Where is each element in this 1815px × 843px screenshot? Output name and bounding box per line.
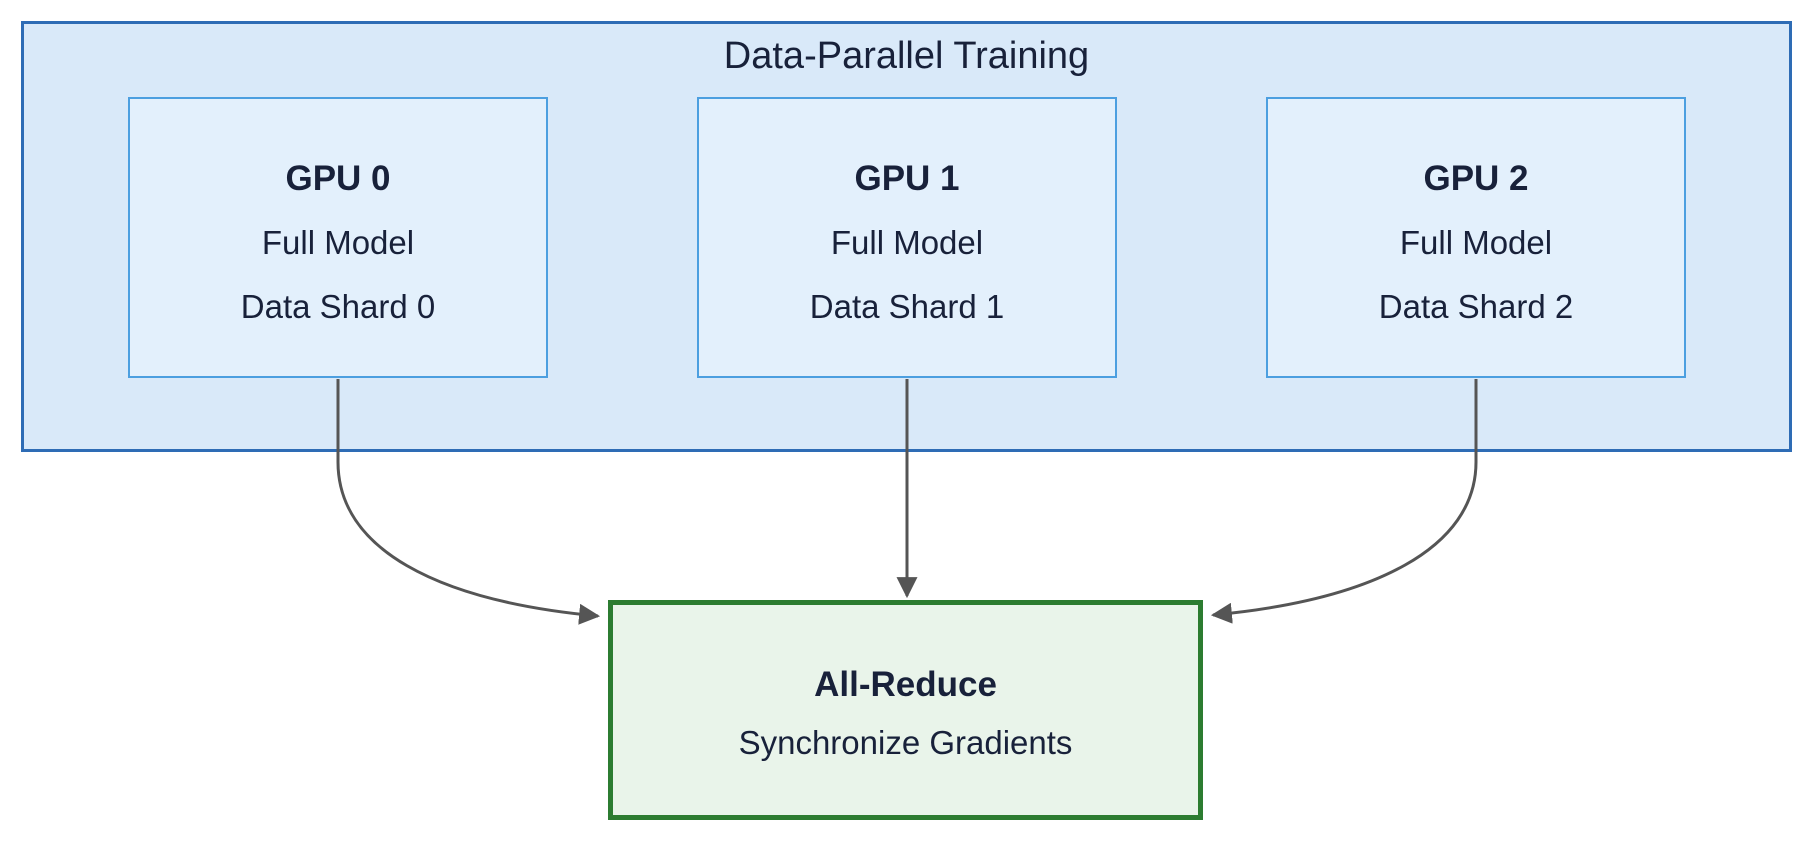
- node-gpu-1-data-shard: Data Shard 1: [809, 287, 1005, 325]
- node-gpu-0-title: GPU 0: [285, 158, 391, 198]
- node-all-reduce: All-Reduce Synchronize Gradients: [608, 600, 1203, 820]
- node-gpu-1-title: GPU 1: [854, 158, 960, 198]
- node-gpu-0: GPU 0 Full Model Data Shard 0: [128, 97, 548, 378]
- node-all-reduce-subtitle: Synchronize Gradients: [738, 724, 1073, 761]
- node-gpu-1: GPU 1 Full Model Data Shard 1: [697, 97, 1117, 378]
- node-gpu-2-full-model: Full Model: [1399, 223, 1553, 261]
- node-gpu-0-full-model: Full Model: [261, 223, 415, 261]
- node-gpu-2: GPU 2 Full Model Data Shard 2: [1266, 97, 1686, 378]
- node-gpu-2-title: GPU 2: [1423, 158, 1529, 198]
- node-gpu-0-data-shard: Data Shard 0: [240, 287, 436, 325]
- node-gpu-2-data-shard: Data Shard 2: [1378, 287, 1574, 325]
- node-gpu-1-full-model: Full Model: [830, 223, 984, 261]
- node-all-reduce-title: All-Reduce: [814, 665, 997, 704]
- subgraph-title: Data-Parallel Training: [723, 35, 1090, 77]
